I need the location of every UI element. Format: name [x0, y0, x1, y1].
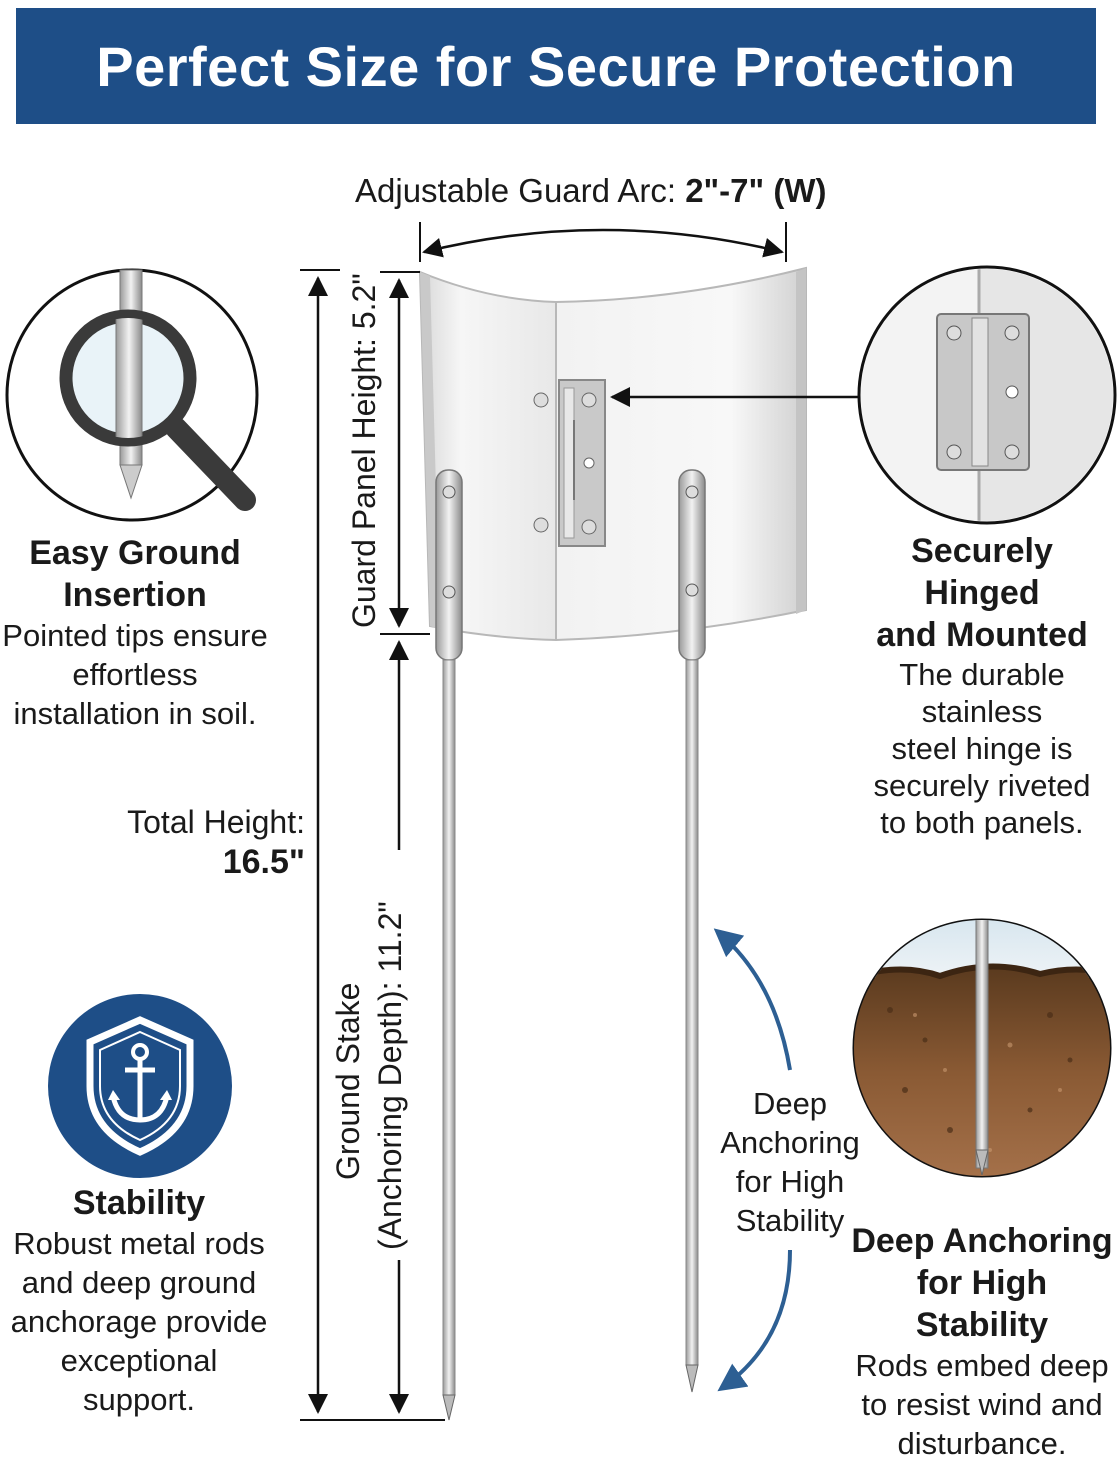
- guard-panels: [418, 266, 807, 642]
- stability-body-4: exceptional: [60, 1343, 218, 1378]
- product-illustration: [5, 222, 1117, 1421]
- hinge-closeup: [857, 265, 1117, 525]
- callout-line-1: Deep: [752, 1086, 828, 1121]
- arc-label-value: 2"-7" (W): [685, 172, 827, 209]
- hinge-body-3: steel hinge is: [891, 731, 1073, 766]
- stake-depth-line2: (Anchoring Depth): 11.2": [372, 901, 408, 1250]
- stake-depth-line1: Ground Stake: [330, 982, 366, 1180]
- height-dimensions: [300, 269, 445, 1421]
- hinge-feature: Securely Hinged and Mounted The durable …: [852, 530, 1112, 841]
- stability-body-3: anchorage provide: [10, 1304, 268, 1339]
- stability-feature: Stability Robust metal rods and deep gro…: [0, 1182, 278, 1419]
- insertion-title-2: Insertion: [63, 576, 207, 614]
- panel-hinge: [533, 379, 606, 547]
- right-stake: [678, 469, 706, 1393]
- hinge-body-2: stainless: [921, 694, 1043, 729]
- soil-cross-section: [852, 918, 1112, 1178]
- insertion-body-1: Pointed tips ensure: [2, 618, 268, 653]
- hinge-title-2: and Mounted: [876, 616, 1088, 654]
- stability-body-1: Robust metal rods: [13, 1226, 265, 1261]
- anchoring-body-2: to resist wind and: [861, 1387, 1103, 1422]
- hinge-body-5: to both panels.: [880, 805, 1084, 840]
- insertion-body-2: effortless: [72, 657, 198, 692]
- anchoring-body-3: disturbance.: [897, 1426, 1067, 1461]
- arc-dimension: [419, 222, 787, 262]
- callout-line-4: Stability: [735, 1203, 845, 1238]
- anchoring-body-1: Rods embed deep: [855, 1348, 1109, 1383]
- arc-dimension-label: Adjustable Guard Arc: 2"-7" (W): [355, 172, 826, 210]
- left-stake: [435, 469, 463, 1421]
- anchoring-feature: Deep Anchoring for High Stability Rods e…: [848, 1220, 1116, 1463]
- total-height-text: Total Height:: [127, 804, 305, 840]
- panel-height-label: Guard Panel Height: 5.2": [346, 273, 382, 628]
- total-height-label: Total Height: 16.5": [100, 802, 305, 882]
- callout-line-2: Anchoring: [720, 1125, 860, 1160]
- insertion-title-1: Easy Ground: [29, 534, 241, 572]
- anchoring-callout: Deep Anchoring for High Stability: [712, 1084, 868, 1240]
- anchoring-arrow: [713, 928, 792, 1392]
- header-banner: Perfect Size for Secure Protection: [16, 8, 1096, 124]
- anchor-shield-icon: [48, 994, 232, 1178]
- hinge-body-1: The durable: [899, 657, 1065, 692]
- stability-body-5: support.: [82, 1382, 195, 1417]
- insertion-closeup: [5, 268, 259, 522]
- magnifying-glass-icon: [59, 309, 256, 511]
- hinge-body-4: securely riveted: [873, 768, 1091, 803]
- insertion-body-3: installation in soil.: [13, 696, 257, 731]
- insertion-feature: Easy Ground Insertion Pointed tips ensur…: [0, 532, 270, 733]
- stability-body-2: and deep ground: [21, 1265, 257, 1300]
- arc-label-text: Adjustable Guard Arc:: [355, 172, 686, 209]
- stability-title: Stability: [72, 1184, 206, 1222]
- callout-line-3: for High: [735, 1164, 845, 1199]
- anchoring-title-1: Deep Anchoring: [851, 1222, 1113, 1260]
- hinge-title-1: Securely Hinged: [911, 532, 1053, 612]
- anchoring-title-2: for High Stability: [915, 1264, 1049, 1344]
- page-title: Perfect Size for Secure Protection: [96, 34, 1016, 98]
- total-height-value: 16.5": [222, 843, 305, 881]
